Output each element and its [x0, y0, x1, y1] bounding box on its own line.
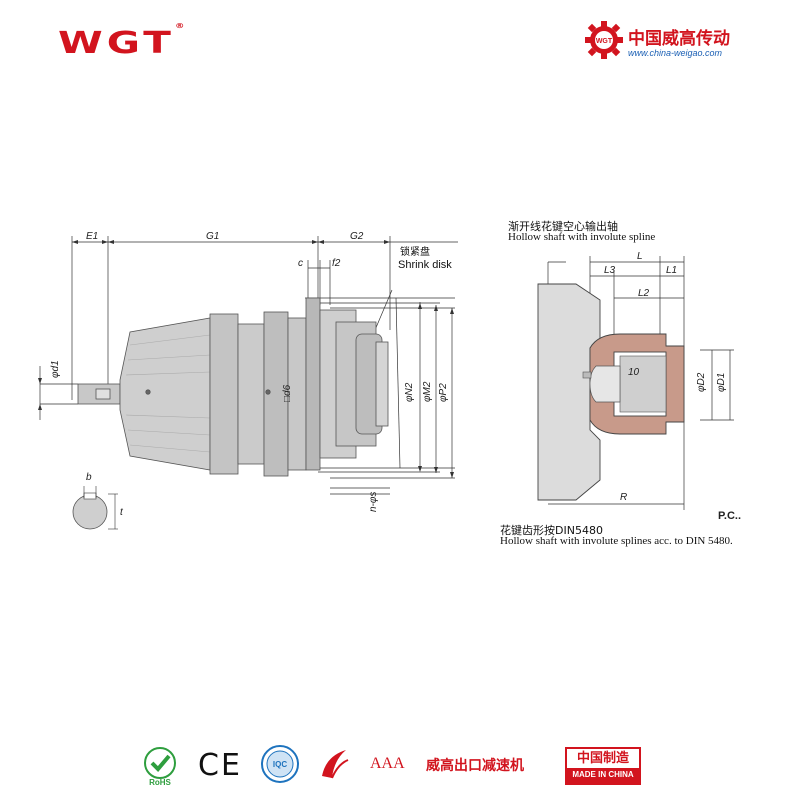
rohs-text: RoHS	[149, 778, 171, 787]
dim-d1: φd1	[50, 360, 61, 378]
shrink-disk-label-cn: 锁紧盘	[400, 245, 430, 258]
wgt-logo: WGT®	[58, 22, 185, 61]
dim-s: n-φs	[368, 492, 379, 512]
dim-f2: f2	[332, 258, 341, 269]
brand-name: 中国威高传动	[628, 29, 730, 49]
dim-l1: L1	[666, 265, 677, 276]
iqc-badge: IQC	[260, 744, 300, 789]
swoosh-logo-icon	[316, 746, 352, 787]
dim-t: t	[120, 507, 124, 518]
dim-r: R	[620, 492, 627, 503]
dim-l: L	[637, 251, 643, 262]
pc-label: P.C..	[718, 510, 742, 522]
dim-d6: □d6	[282, 384, 293, 402]
iqc-text: IQC	[273, 760, 287, 769]
detail-title-cn: 渐开线花键空心输出轴	[508, 220, 618, 233]
ce-mark: CE	[198, 748, 242, 783]
gear-logo-icon: WGT	[584, 20, 624, 65]
dim-n2: φN2	[404, 382, 415, 402]
hollow-shaft-detail	[537, 256, 734, 510]
rohs-badge: RoHS	[140, 745, 180, 792]
spline-note-en: Hollow shaft with involute splines acc. …	[500, 535, 733, 547]
dim-d2: φD2	[696, 372, 707, 392]
key-section-view	[72, 486, 118, 530]
dim-d1-detail: φD1	[716, 373, 727, 392]
spline-note-cn: 花键齿形按DIN5480	[500, 524, 603, 537]
company-slogan: 威高出口减速机	[426, 758, 524, 774]
shrink-disk-label-en: Shrink disk	[398, 259, 452, 271]
dim-l3: L3	[604, 265, 616, 276]
dim-l2: L2	[638, 288, 650, 299]
made-in-en: MADE IN CHINA	[572, 770, 634, 779]
detail-title-en: Hollow shaft with involute spline	[508, 231, 656, 243]
brand-url: www.china-weigao.com	[628, 48, 723, 58]
dim-c: c	[298, 258, 303, 269]
made-in-china-badge: 中国制造 MADE IN CHINA	[565, 747, 641, 785]
aaa-rating: AAA	[370, 755, 405, 772]
dim-p2: φP2	[438, 383, 449, 402]
made-in-cn: 中国制造	[567, 749, 639, 768]
dim-e1: E1	[86, 231, 98, 242]
dim-g1: G1	[206, 231, 219, 242]
svg-text:WGT: WGT	[596, 38, 613, 45]
dim-b: b	[86, 472, 92, 483]
dim-m2: φM2	[422, 381, 433, 402]
dim-10: 10	[628, 367, 640, 378]
dim-g2: G2	[350, 231, 364, 242]
